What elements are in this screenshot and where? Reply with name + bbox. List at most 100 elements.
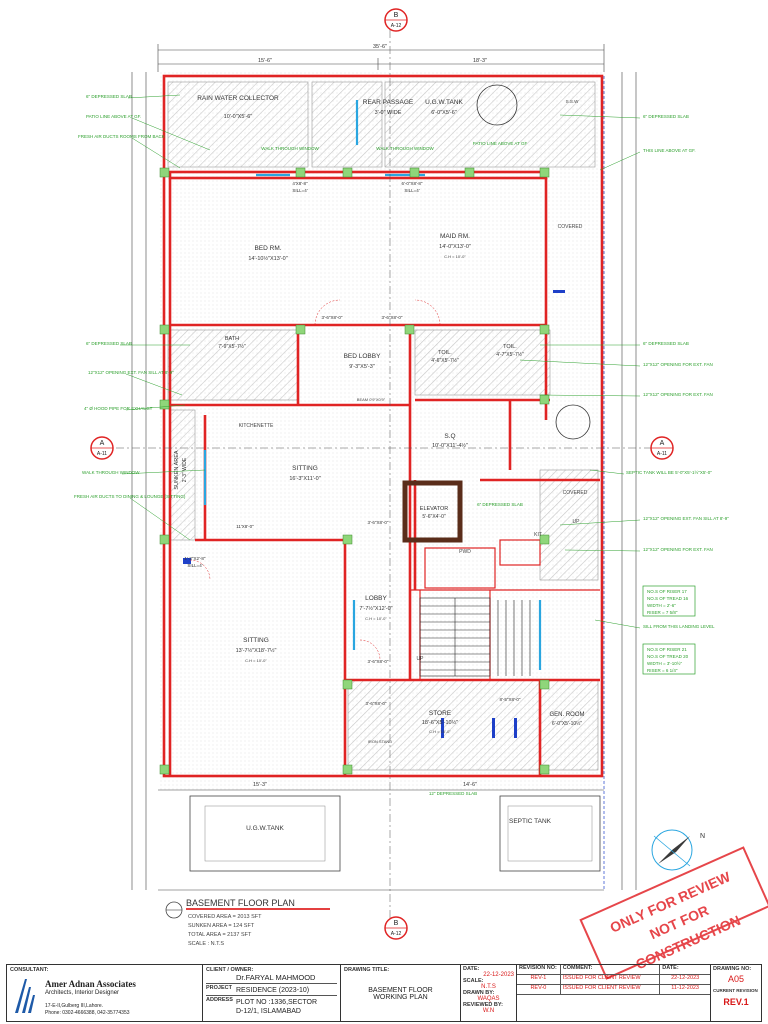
svg-text:SCALE : N.T.S: SCALE : N.T.S	[188, 941, 224, 947]
svg-text:BASEMENT FLOOR PLAN: BASEMENT FLOOR PLAN	[186, 898, 295, 908]
scale-value: N.T.S	[481, 984, 496, 990]
revision-comment: ISSUED FOR CLIENT REVIEW	[561, 975, 661, 984]
address-label: ADDRESS	[206, 997, 233, 1003]
ugw-tank-inner	[204, 805, 326, 862]
svg-text:PATIO LINE ABOVE AT GF.: PATIO LINE ABOVE AT GF.	[86, 114, 141, 119]
date-scale-cell: DATE: 22-12-2023 SCALE: N.T.S DRAWN BY: …	[461, 965, 517, 1021]
room-size: 18'-6"X5'-10½"	[422, 719, 458, 726]
spiral-stair-top	[476, 84, 518, 126]
svg-text:3'-6"X8'-0": 3'-6"X8'-0"	[366, 701, 387, 706]
address-line-1: PLOT NO :1336,SECTOR	[236, 999, 318, 1006]
svg-text:3'-6"X8'-0": 3'-6"X8'-0"	[368, 659, 389, 664]
revision-row: REV-1 ISSUED FOR CLIENT REVIEW 22-12-202…	[517, 975, 710, 985]
svg-text:6" DEPRESSED SLAB: 6" DEPRESSED SLAB	[86, 341, 132, 346]
svg-text:BEAM 0'9"X0'9": BEAM 0'9"X0'9"	[357, 397, 386, 402]
svg-text:KITCHENETTE: KITCHENETTE	[239, 423, 274, 429]
svg-text:A-11: A-11	[657, 451, 667, 457]
callouts-right: 6" DEPRESSED SLAB THIS LINE ABOVE AT GF.…	[626, 114, 729, 629]
title-block: CONSULTANT: Amer Adnan Associates Archit…	[6, 964, 762, 1022]
doors	[183, 290, 565, 738]
drawing-no-value: A05	[727, 974, 744, 984]
spiral-stair-right	[555, 404, 591, 440]
room-name: BED RM.	[254, 245, 281, 252]
svg-text:12"X12" OPENING EXT. FAN SILL: 12"X12" OPENING EXT. FAN SILL AT 8'-9"	[88, 370, 174, 375]
dim-top-left: 15'-6"	[258, 58, 272, 64]
revision-comment: ISSUED FOR CLIENT REVIEW	[561, 985, 661, 994]
staircase	[419, 597, 531, 677]
svg-text:6" DEPRESSED SLAB: 6" DEPRESSED SLAB	[643, 341, 689, 346]
svg-text:SILL=4': SILL=4'	[404, 188, 419, 193]
room-name: S.Q	[444, 433, 455, 440]
revision-no-header: REVISION NO:	[517, 965, 561, 974]
callout-leaders-right	[519, 114, 641, 629]
scale-label: SCALE:	[463, 978, 484, 984]
riser-note-1: NO.S OF RISER 17 NO.S OF TREAD 16 WIDTH …	[642, 585, 696, 617]
revision-date: 11-12-2023	[671, 985, 699, 991]
svg-text:COVERED: COVERED	[558, 224, 583, 230]
dim-top-total: 35'-6"	[373, 44, 387, 50]
basement-floor-plan-drawing: 35'-6" 15'-6" 18'-3" 15'-3" 14'-6"	[74, 8, 729, 947]
svg-text:WIDTH = 2'-6": WIDTH = 2'-6"	[647, 603, 676, 608]
room-name: RAIN WATER COLLECTOR	[197, 95, 279, 102]
svg-text:12"X12" OPENING FOR EXT. FAN: 12"X12" OPENING FOR EXT. FAN	[643, 362, 713, 367]
revision-row: REV-0 ISSUED FOR CLIENT REVIEW 11-12-202…	[517, 985, 710, 995]
room-size: 10'-0"X5'-6"	[224, 114, 253, 120]
section-marker-left: A A-11	[90, 436, 114, 460]
room-labels: RAIN WATER COLLECTOR 10'-0"X5'-6" REAR P…	[174, 95, 585, 832]
room-name: LOBBY	[365, 595, 387, 602]
room-size: 4'-7"X5'-7½"	[496, 351, 524, 358]
drawing-title-label: DRAWING TITLE:	[344, 967, 390, 973]
svg-text:12"X12" OPENING FOR EXT. FAN: 12"X12" OPENING FOR EXT. FAN	[643, 392, 713, 397]
section-marker-bottom: B A-12	[384, 916, 408, 940]
project-name: RESIDENCE (2023-10)	[236, 987, 310, 994]
revision-no: REV-0	[517, 985, 561, 994]
svg-text:3'-6"X8'-0": 3'-6"X8'-0"	[368, 520, 389, 525]
callouts-inner: WALK THROUGH WINDOW WALK THROUGH WINDOW …	[261, 141, 527, 796]
columns	[159, 167, 550, 775]
svg-text:6'-0"X8'-8": 6'-0"X8'-8"	[402, 181, 423, 186]
current-revision-value: REV.1	[723, 997, 749, 1007]
room-name: GEN. ROOM	[549, 712, 584, 718]
svg-text:6" DEPRESSED SLAB: 6" DEPRESSED SLAB	[643, 114, 689, 119]
windows	[203, 100, 542, 670]
svg-text:3'-6"X8'-0": 3'-6"X8'-0"	[382, 315, 403, 320]
room-name: REAR PASSAGE	[363, 99, 414, 106]
svg-text:SUNKEN AREA = 124 SFT: SUNKEN AREA = 124 SFT	[188, 923, 255, 929]
svg-text:3'-6"X8'-0": 3'-6"X8'-0"	[322, 315, 343, 320]
revision-table: REVISION NO: COMMENT: DATE: REV-1 ISSUED…	[517, 965, 711, 1021]
svg-text:S.S.W: S.S.W	[566, 99, 580, 104]
room-size: 4'-6"X5'-7½"	[431, 357, 459, 364]
svg-text:NO.S OF TREAD 20: NO.S OF TREAD 20	[647, 654, 689, 659]
svg-text:C.H = 10'-0": C.H = 10'-0"	[245, 658, 267, 663]
svg-text:WALK THROUGH WINDOW: WALK THROUGH WINDOW	[261, 146, 319, 151]
svg-text:A: A	[660, 440, 665, 447]
current-revision-label: CURRENT REVISION	[713, 988, 758, 993]
svg-text:NO.S OF TREAD 16: NO.S OF TREAD 16	[647, 596, 689, 601]
firm-name: Amer Adnan Associates	[45, 979, 136, 989]
svg-text:B: B	[394, 920, 399, 927]
room-name: SUNKEN AREA	[174, 450, 180, 489]
consultant-label: CONSULTANT:	[10, 967, 49, 973]
svg-text:WALK THROUGH WINDOW: WALK THROUGH WINDOW	[376, 146, 434, 151]
room-name: SITTING	[292, 465, 318, 472]
opening-dimensions: 4'X8'-8" SILL=4' 6'-0"X8'-8" SILL=4' 3'-…	[185, 181, 521, 706]
firm-address: 17-E-II,Gulberg III,Lahore.	[45, 1003, 104, 1009]
svg-text:8'-5"X8'-0": 8'-5"X8'-0"	[500, 697, 521, 702]
drawn-by-label: DRAWN BY:	[463, 990, 495, 996]
svg-text:SILL=4': SILL=4'	[292, 188, 307, 193]
room-name: BED LOBBY	[344, 353, 382, 360]
svg-text:4'X8'-8": 4'X8'-8"	[292, 181, 308, 186]
project-label: PROJECT	[206, 985, 232, 991]
room-size: 3'-0" WIDE	[375, 110, 402, 116]
revision-date: 22-12-2023	[671, 975, 700, 981]
revision-no: REV-1	[517, 975, 561, 984]
minor-labels: KITCHENETTE COVERED COVERED PWD KIT UP U…	[239, 99, 588, 744]
drawing-title-cell: DRAWING TITLE: BASEMENT FLOOR WORKING PL…	[341, 965, 461, 1021]
svg-text:12"X12" OPENING EXT. FAN SILL: 12"X12" OPENING EXT. FAN SILL AT 8'-9"	[643, 516, 729, 521]
dim-top-right: 18'-3"	[473, 58, 487, 64]
svg-text:NO.S OF RISER 21: NO.S OF RISER 21	[647, 647, 687, 652]
room-name: ELEVATOR	[420, 506, 448, 512]
room-name: BATH	[225, 336, 239, 342]
room-size: 5'-6"X4'-0"	[422, 514, 445, 520]
north-arrow-icon: N	[651, 829, 705, 871]
